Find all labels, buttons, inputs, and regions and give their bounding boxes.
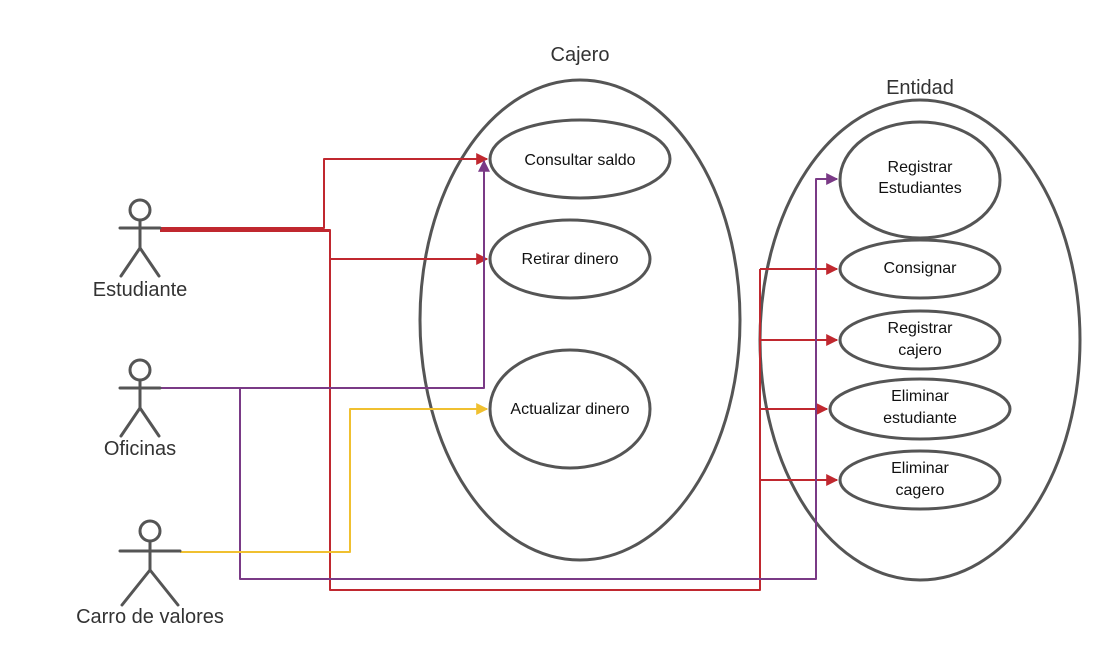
actor-oficinas[interactable]: Oficinas <box>104 358 176 460</box>
usecase-eliminar-estudiante[interactable] <box>828 377 1012 441</box>
usecase-registrar-estudiantes-label-line2: Estudiantes <box>878 180 962 197</box>
actor-left-leg <box>120 568 152 607</box>
entidad-title: Entidad <box>886 77 954 99</box>
actor-carro-de-valores[interactable]: Carro de valores <box>76 519 224 628</box>
actor-head <box>128 198 152 222</box>
usecase-registrar-cajero[interactable] <box>838 309 1002 371</box>
actor-left-leg <box>119 406 142 438</box>
usecase-eliminar-cagero[interactable] <box>838 449 1002 511</box>
actor-right-leg <box>138 246 161 278</box>
cajero-title: Cajero <box>551 44 610 66</box>
usecase-registrar-estudiantes[interactable] <box>838 120 1002 240</box>
connector-estudiante-consultar-saldo <box>160 153 489 229</box>
usecase-consignar-label: Consignar <box>884 260 958 277</box>
usecase-consignar[interactable] <box>838 238 1002 300</box>
actor-head <box>138 519 162 543</box>
usecase-retirar-dinero[interactable] <box>488 218 652 300</box>
usecase-retirar-dinero-label: Retirar dinero <box>522 251 619 268</box>
usecase-eliminar-estudiante-label-line1: Eliminar <box>891 388 949 405</box>
actor-right-leg <box>148 568 180 607</box>
usecase-registrar-cajero-label-line1: Registrar <box>888 320 954 337</box>
usecase-eliminar-cagero-label-line1: Eliminar <box>891 460 949 477</box>
usecase-actualizar-dinero-label: Actualizar dinero <box>510 401 629 418</box>
connectors <box>160 153 839 591</box>
actor-estudiante-label: Estudiante <box>93 279 188 301</box>
actor-carro-de-valores-label: Carro de valores <box>76 606 224 628</box>
connector-carro-actualizar-dinero <box>180 403 489 553</box>
usecase-consultar-saldo-label: Consultar saldo <box>524 152 635 169</box>
connector-oficinas-registrar-estudiantes <box>160 173 839 580</box>
actor-head <box>128 358 152 382</box>
actor-right-leg <box>138 406 161 438</box>
usecase-eliminar-estudiante-label-line2: estudiante <box>883 410 957 427</box>
usecase-registrar-cajero-label-line2: cajero <box>898 342 942 359</box>
usecase-registrar-estudiantes-label-line1: Registrar <box>888 159 954 176</box>
usecase-eliminar-cagero-label-line2: cagero <box>896 482 945 499</box>
usecase-actualizar-dinero[interactable] <box>488 348 652 470</box>
usecase-consultar-saldo[interactable] <box>488 118 672 200</box>
actor-left-leg <box>119 246 142 278</box>
connector-oficinas-consultar-saldo <box>160 159 490 389</box>
actor-oficinas-label: Oficinas <box>104 438 176 460</box>
connector-estudiante-entidad-trunk <box>160 230 761 591</box>
actor-estudiante[interactable]: Estudiante <box>93 198 188 301</box>
